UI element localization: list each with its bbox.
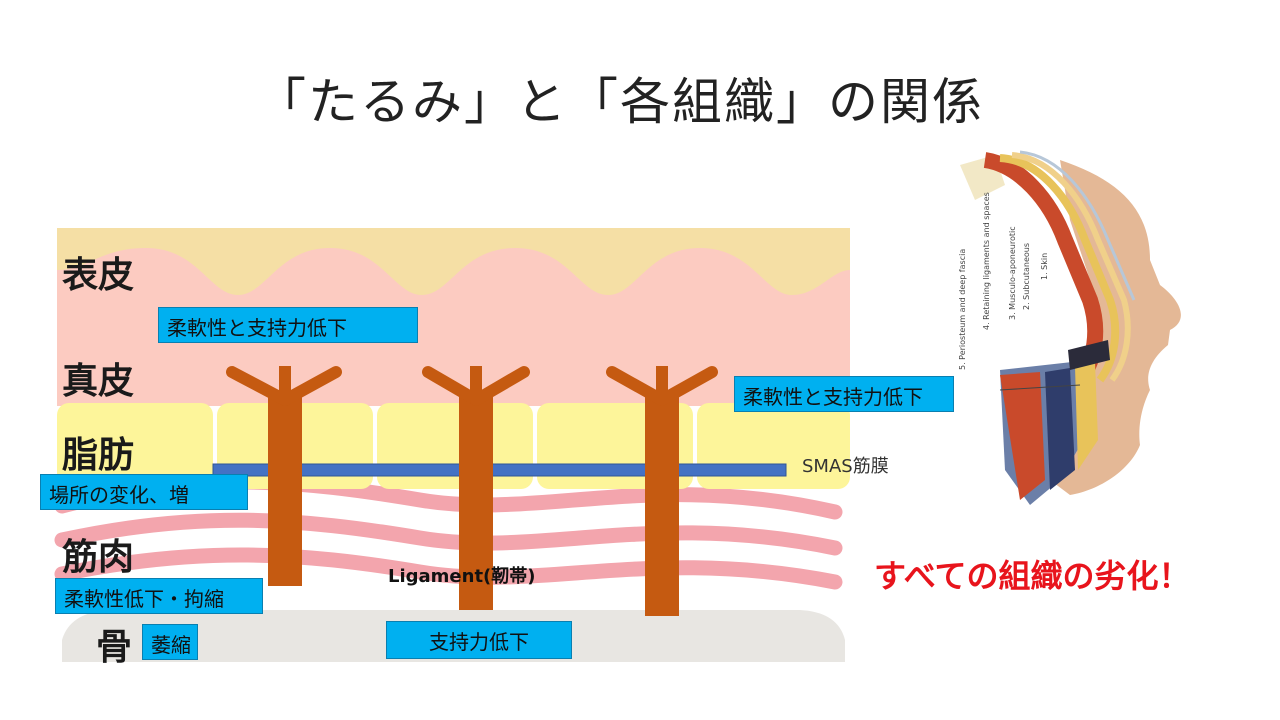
page-title: 「たるみ」と「各組織」の関係	[256, 73, 984, 131]
anatomy-label-1: 1. Skin	[1040, 252, 1049, 280]
epidermis-layer	[57, 228, 850, 295]
anatomy-label-2: 2. Subcutaneous	[1022, 242, 1031, 310]
anatomy-label-3: 3. Musculo-aponeurotic	[1008, 226, 1017, 320]
conclusion-text: すべての組織の劣化！	[874, 557, 1191, 595]
bone-change-callout: 萎縮	[142, 624, 198, 660]
fat-location-callout: 場所の変化、増	[40, 474, 248, 510]
ligament-change-callout: 支持力低下	[386, 621, 572, 659]
muscle-change-callout: 柔軟性低下・拘縮	[55, 578, 263, 614]
epidermis-label: 表皮	[62, 254, 135, 296]
fat-label: 脂肪	[62, 434, 135, 476]
bone-label: 骨	[96, 626, 133, 668]
smas-label: SMAS筋膜	[802, 456, 889, 477]
anatomy-label-4: 4. Retaining ligaments and spaces	[982, 192, 991, 330]
anatomy-label-5: 5. Periosteum and deep fascia	[958, 248, 967, 370]
ligament-label: Ligament(靭帯)	[388, 566, 536, 587]
ligament-3	[606, 366, 718, 616]
fat-change-callout: 柔軟性と支持力低下	[734, 376, 954, 412]
dermis-change-callout: 柔軟性と支持力低下	[158, 307, 418, 343]
dermis-label: 真皮	[62, 360, 135, 402]
muscle-label: 筋肉	[62, 536, 135, 578]
ligament-1	[226, 366, 342, 586]
ligament-2	[422, 366, 530, 610]
smas-fascia-line	[212, 463, 787, 477]
face-anatomy-illustration	[960, 150, 1181, 505]
